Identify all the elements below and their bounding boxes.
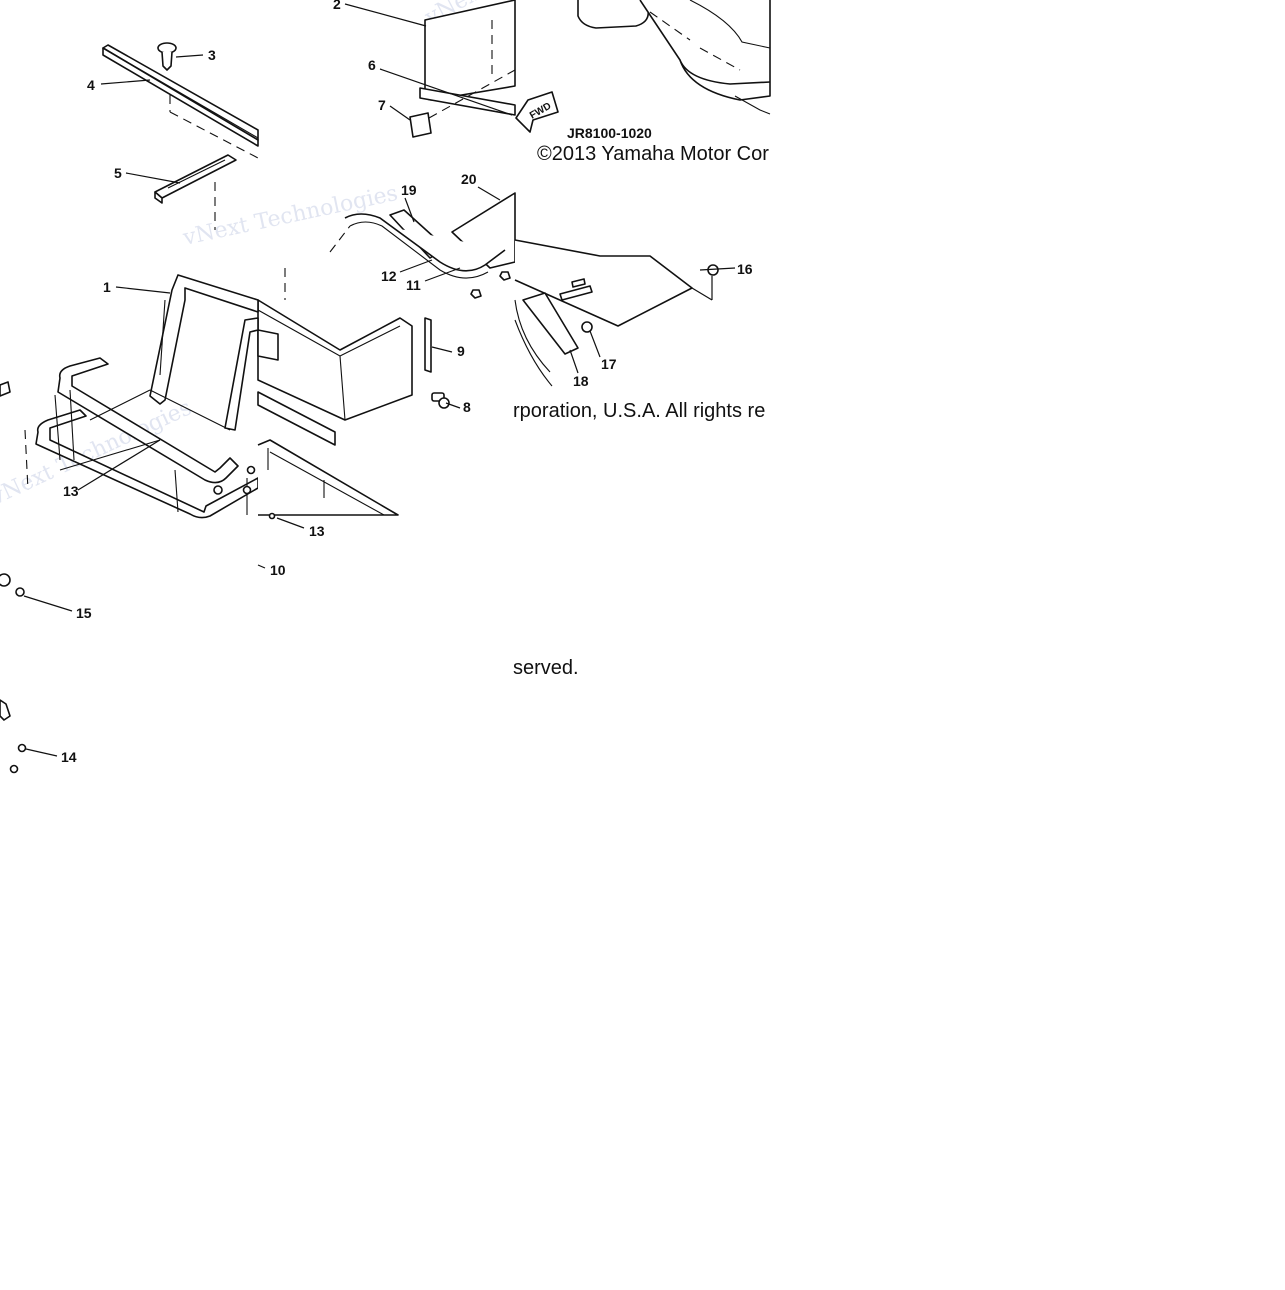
part-7-pad <box>409 69 516 138</box>
document-info: JR8100-1020 ©2013 Yamaha Motor Cor rpora… <box>513 125 769 679</box>
callout-18: 18 <box>573 373 589 389</box>
callout-20: 20 <box>461 171 477 187</box>
callout-15: 15 <box>76 605 92 621</box>
part-11-12-trim <box>329 213 506 279</box>
callout-1: 1 <box>103 279 111 295</box>
callout-16: 16 <box>737 261 753 277</box>
rear-body-assembly <box>577 0 771 115</box>
callout-3: 3 <box>208 47 216 63</box>
nut <box>470 289 482 299</box>
nut <box>499 271 511 281</box>
callout-13: 13 <box>309 523 325 539</box>
callout-10: 10 <box>270 562 286 578</box>
callout-17: 17 <box>601 356 617 372</box>
part-17-nut <box>581 321 593 333</box>
copyright-line-2: rporation, U.S.A. All rights re <box>513 400 765 422</box>
callout-2: 2 <box>333 0 341 12</box>
callout-12: 12 <box>381 268 397 284</box>
callout-11: 11 <box>406 277 421 293</box>
callout-8: 8 <box>463 399 471 415</box>
fwd-arrow: FWD <box>515 91 559 133</box>
lower-trim-strip <box>257 391 336 446</box>
footrest-frame <box>246 439 399 516</box>
callout-19: 19 <box>401 182 417 198</box>
part-1-seat-frame <box>0 274 259 519</box>
part-5-bracket <box>154 154 237 230</box>
part-9-strip <box>424 317 432 373</box>
callout-9: 9 <box>457 343 465 359</box>
part-3-clip <box>157 42 177 71</box>
fasteners <box>470 264 719 333</box>
small-hardware <box>0 465 276 774</box>
callout-14: 14 <box>61 749 77 765</box>
part-4-rail <box>102 44 259 159</box>
callout-7: 7 <box>378 97 386 113</box>
leader-lines <box>23 3 736 757</box>
seat-base-box <box>257 268 413 421</box>
part-18-guard <box>514 292 579 387</box>
part-8-bolt <box>431 392 450 409</box>
document-code: JR8100-1020 <box>567 125 652 141</box>
callout-13: 13 <box>63 483 79 499</box>
callout-5: 5 <box>114 165 122 181</box>
copyright-line-3: served. <box>513 657 579 679</box>
copyright-line-1: ©2013 Yamaha Motor Cor <box>537 143 769 165</box>
callout-6: 6 <box>368 57 376 73</box>
callout-4: 4 <box>87 77 95 93</box>
callout-labels: 2 3 4 5 6 7 8 9 10 11 12 13 13 14 15 16 … <box>61 0 753 765</box>
